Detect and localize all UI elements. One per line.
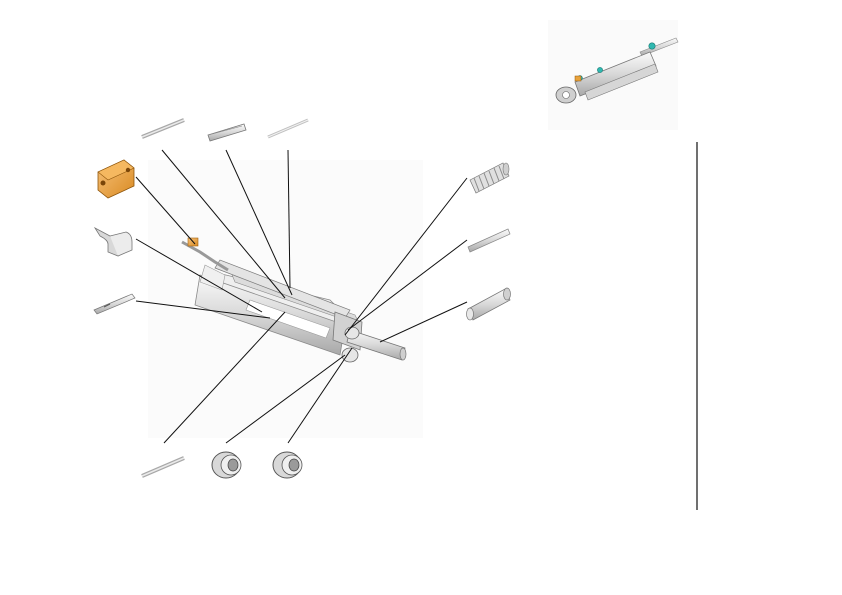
- flanged-bushing-icon: [211, 451, 242, 479]
- motor-bracket-icon: [97, 159, 135, 199]
- slide-rail-icon: [207, 123, 247, 142]
- thin-rod-icon: [267, 118, 309, 139]
- thin-rod-icon: [141, 456, 185, 478]
- flanged-bushing-icon: [272, 451, 303, 479]
- leader-lines: [135, 149, 468, 444]
- sleeve-tube-icon: [466, 287, 511, 321]
- thin-rod-icon: [141, 118, 185, 139]
- slotted-bar-icon: [93, 293, 136, 315]
- curved-clip-icon: [93, 226, 133, 257]
- spring-coil-icon: [469, 162, 510, 194]
- main-assembly: [148, 160, 423, 438]
- assembled-thumbnail: [548, 20, 679, 130]
- guide-pin-icon: [467, 228, 511, 253]
